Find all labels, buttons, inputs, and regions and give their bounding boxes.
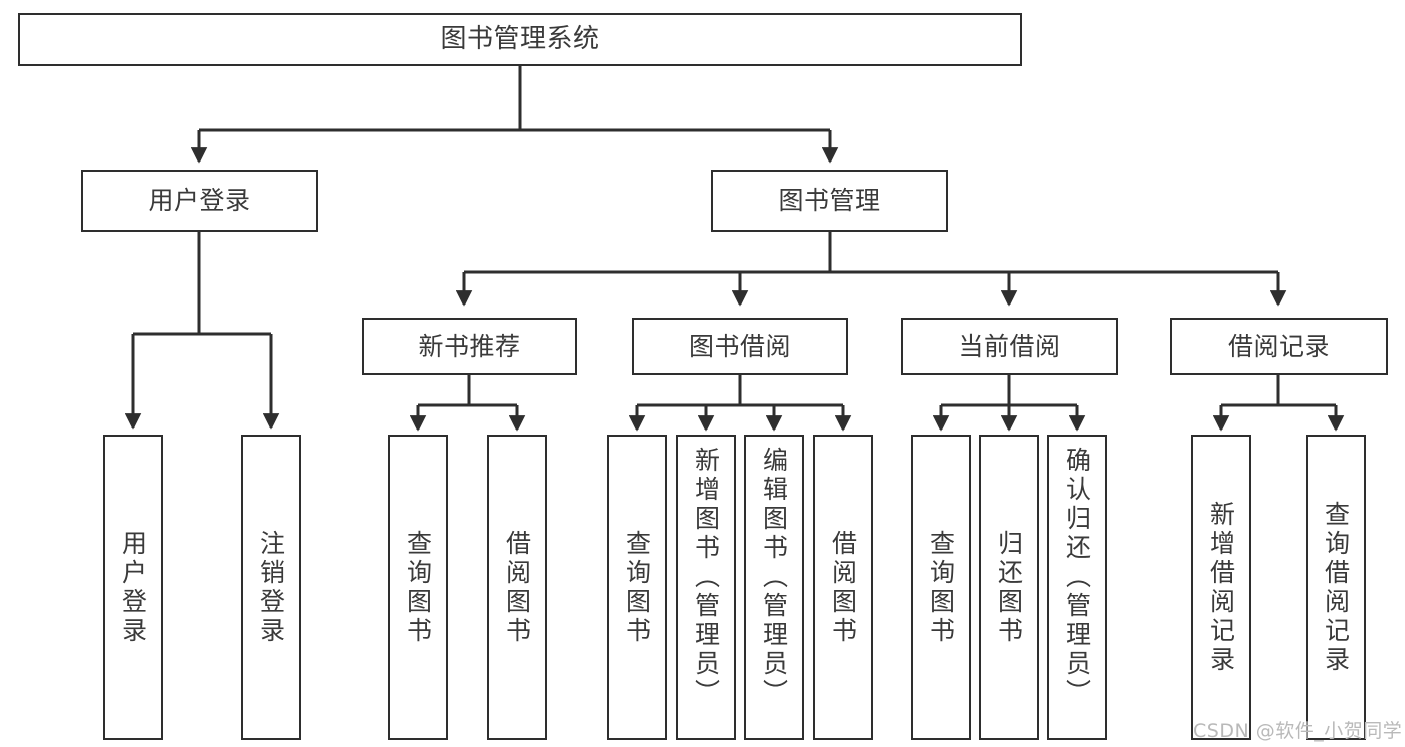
- node-label: 新增图书（管理员）: [691, 447, 721, 708]
- leaf-query-book-borrow[interactable]: 查询图书: [607, 435, 667, 740]
- node-label: 借阅记录: [1227, 331, 1330, 361]
- node-label: 用户登录: [148, 186, 251, 216]
- node-current-borrow[interactable]: 当前借阅: [901, 318, 1118, 375]
- node-label: 归还图书: [994, 529, 1024, 646]
- node-book-borrow[interactable]: 图书借阅: [632, 318, 848, 375]
- node-label: 注销登录: [256, 529, 286, 646]
- leaf-borrow-book[interactable]: 借阅图书: [813, 435, 873, 740]
- leaf-edit-book-admin[interactable]: 编辑图书（管理员）: [744, 435, 804, 740]
- leaf-query-book-recommend[interactable]: 查询图书: [388, 435, 448, 740]
- leaf-add-borrow-record[interactable]: 新增借阅记录: [1191, 435, 1251, 740]
- leaf-logout[interactable]: 注销登录: [241, 435, 301, 740]
- node-label: 用户登录: [118, 529, 148, 646]
- node-label: 查询图书: [403, 529, 433, 646]
- leaf-query-borrow-record[interactable]: 查询借阅记录: [1306, 435, 1366, 740]
- leaf-return-book[interactable]: 归还图书: [979, 435, 1039, 740]
- node-label: 新增借阅记录: [1206, 500, 1236, 675]
- node-user-login[interactable]: 用户登录: [81, 170, 318, 232]
- node-book-management[interactable]: 图书管理: [711, 170, 948, 232]
- leaf-add-book-admin[interactable]: 新增图书（管理员）: [676, 435, 736, 740]
- leaf-borrow-book-recommend[interactable]: 借阅图书: [487, 435, 547, 740]
- node-root-book-management-system[interactable]: 图书管理系统: [18, 13, 1022, 66]
- node-label: 借阅图书: [828, 529, 858, 646]
- node-label: 图书借阅: [688, 331, 791, 361]
- node-label: 编辑图书（管理员）: [759, 447, 789, 708]
- watermark-text: CSDN @软件_小贺同学: [1193, 720, 1403, 742]
- leaf-user-login[interactable]: 用户登录: [103, 435, 163, 740]
- node-label: 新书推荐: [418, 331, 521, 361]
- node-label: 查询借阅记录: [1321, 500, 1351, 675]
- node-label: 当前借阅: [958, 331, 1061, 361]
- node-new-book-recommend[interactable]: 新书推荐: [362, 318, 577, 375]
- node-label: 查询图书: [926, 529, 956, 646]
- node-label: 确认归还（管理员）: [1062, 447, 1092, 708]
- node-label: 图书管理: [778, 186, 881, 216]
- node-label: 借阅图书: [502, 529, 532, 646]
- node-label: 查询图书: [622, 529, 652, 646]
- node-label: 图书管理系统: [440, 24, 600, 55]
- node-borrow-record[interactable]: 借阅记录: [1170, 318, 1388, 375]
- leaf-confirm-return-admin[interactable]: 确认归还（管理员）: [1047, 435, 1107, 740]
- leaf-query-book-current[interactable]: 查询图书: [911, 435, 971, 740]
